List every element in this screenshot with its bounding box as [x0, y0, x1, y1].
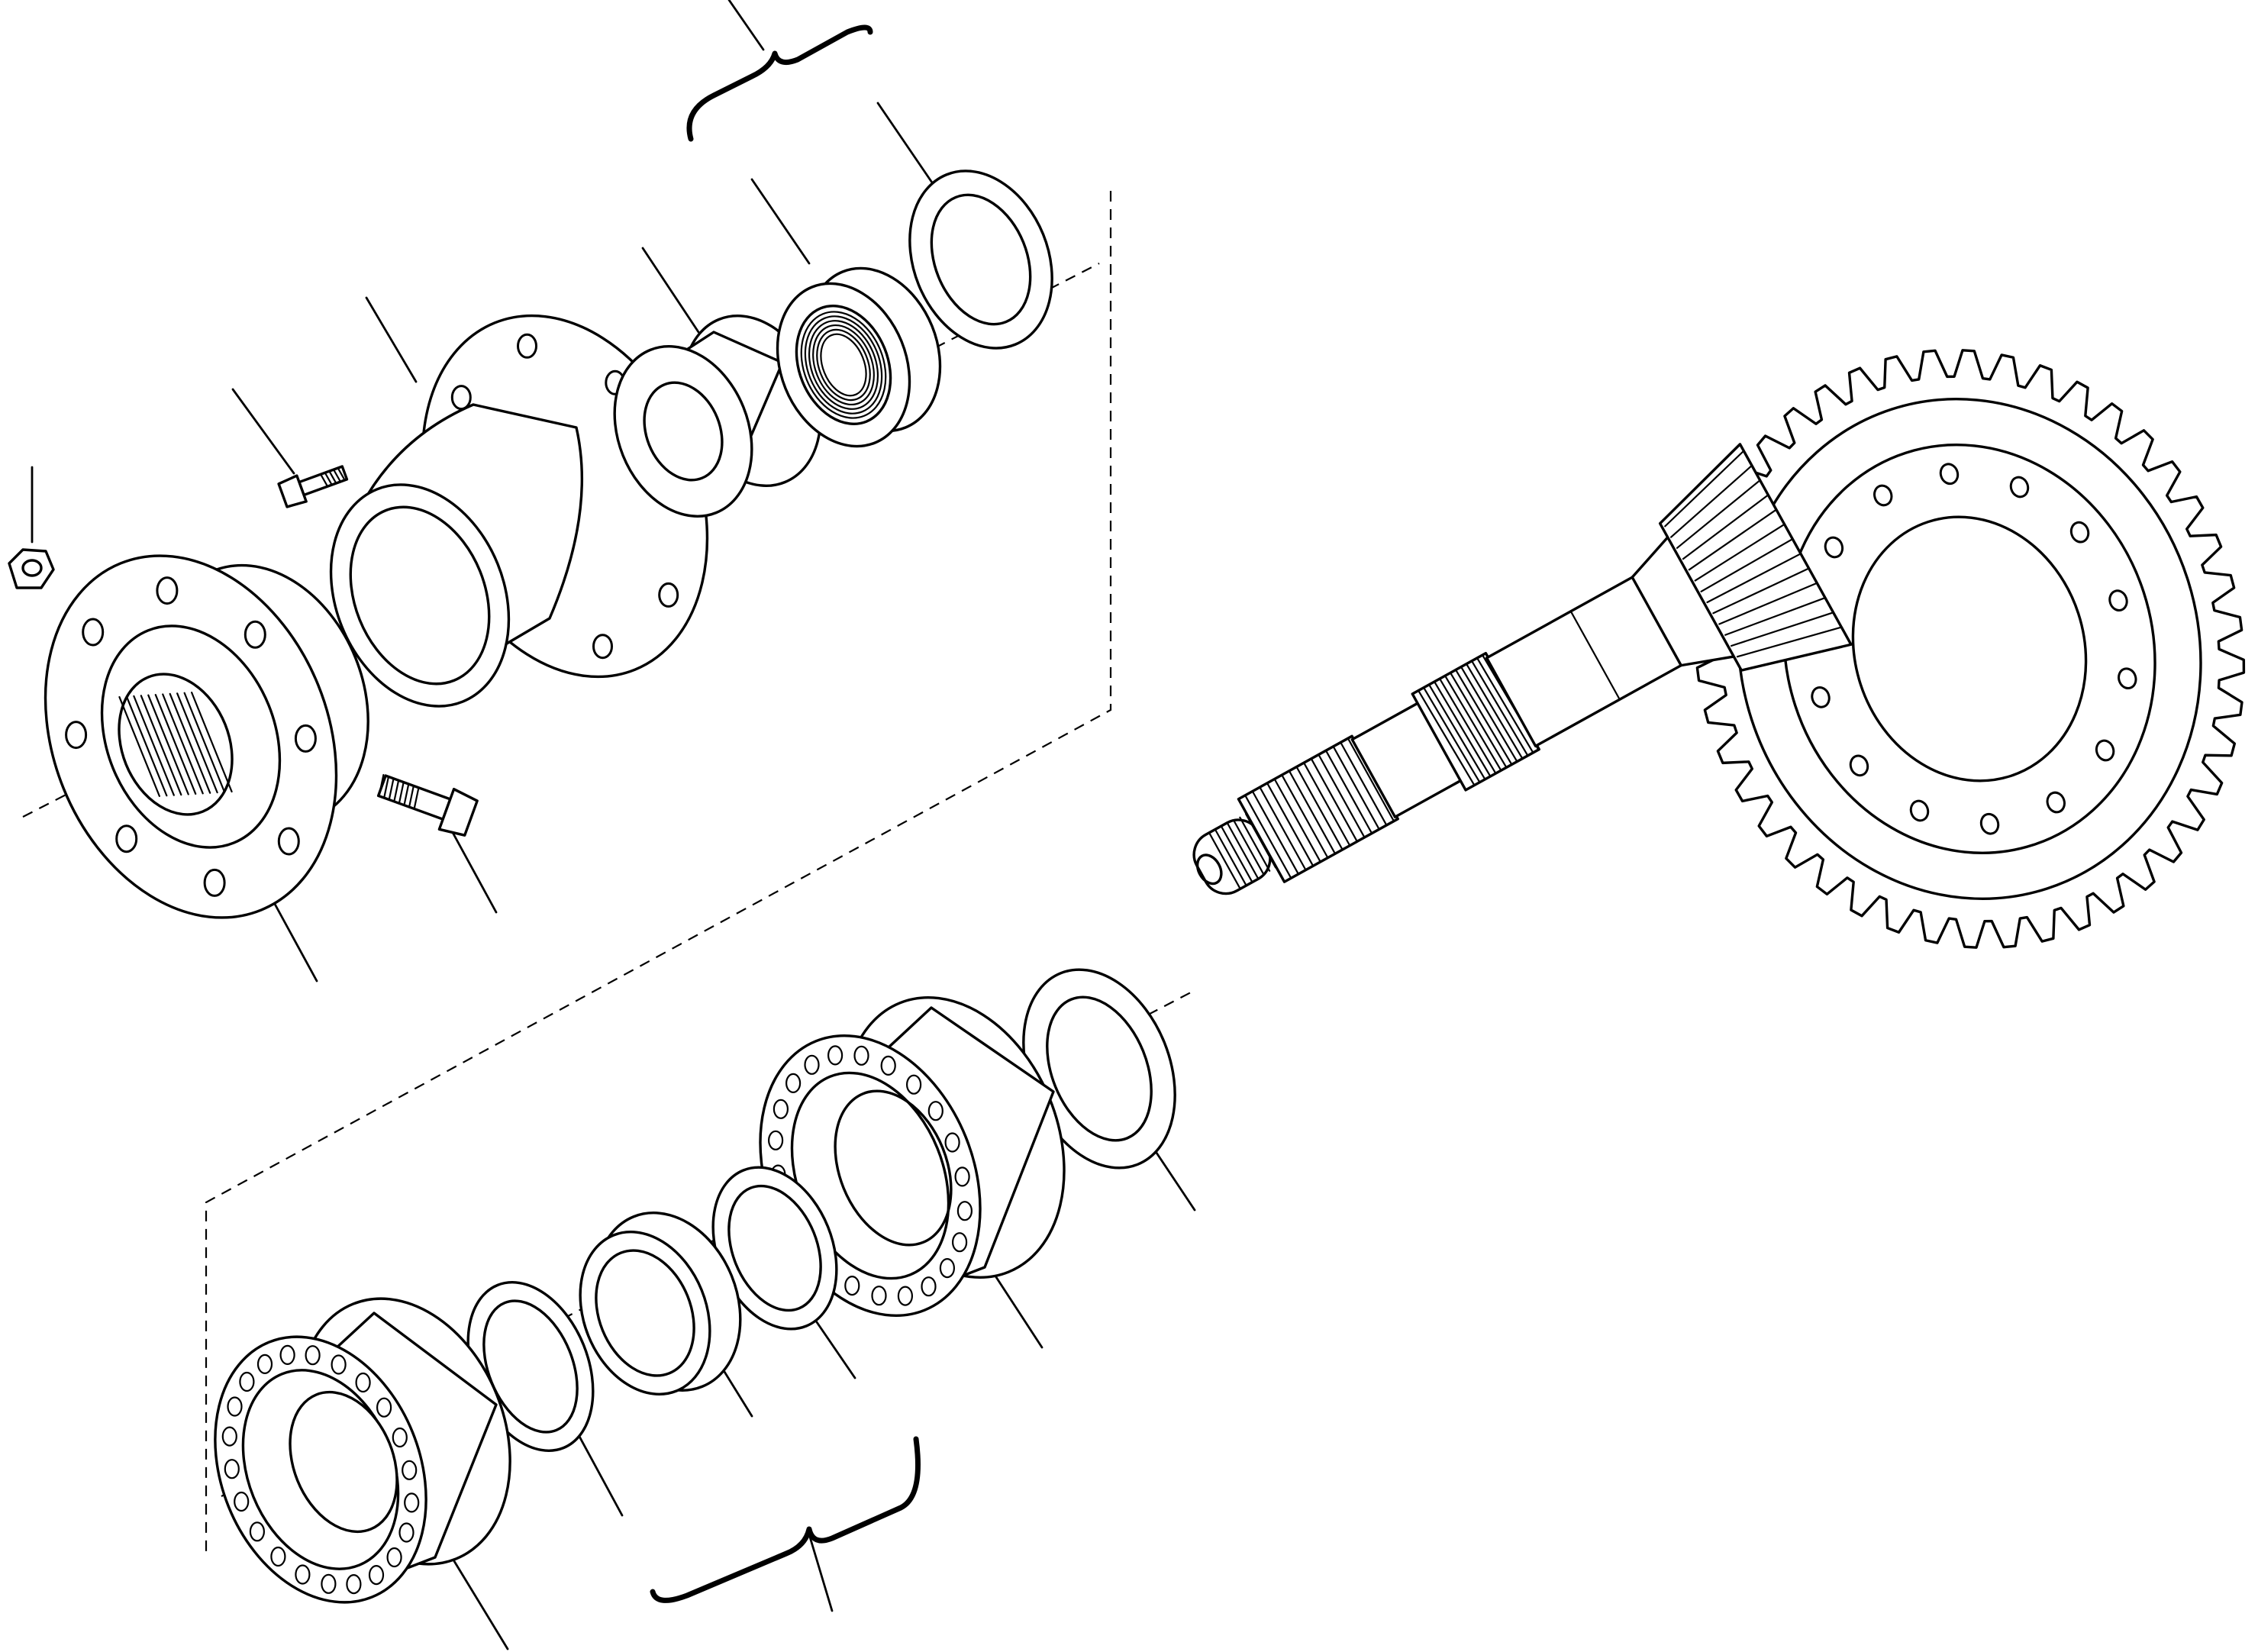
leader-housing — [365, 296, 418, 383]
bolt-hole — [517, 333, 537, 359]
bolt-hole — [592, 634, 613, 660]
bolt-hole — [1811, 686, 1831, 708]
roller — [256, 1354, 273, 1375]
roller — [954, 1166, 970, 1187]
roller — [392, 1427, 408, 1448]
roller — [331, 1354, 347, 1375]
group-brace-upper — [686, 24, 873, 142]
roller — [305, 1345, 321, 1366]
roller — [346, 1574, 362, 1595]
pinion-shaft — [1192, 443, 1853, 895]
bolt-hole — [277, 827, 300, 856]
pinion-gear-head — [1658, 443, 1853, 672]
bolt-hole — [203, 868, 226, 897]
bolt-hole — [2009, 476, 2030, 499]
roller — [844, 1276, 860, 1296]
hex-bolt-upper — [277, 465, 349, 508]
flange-splines — [118, 692, 233, 797]
roller — [880, 1055, 896, 1076]
yoke-flange — [44, 554, 369, 919]
roller — [404, 1492, 420, 1513]
bolt-hole — [244, 620, 266, 649]
roller — [927, 1101, 944, 1121]
leader-flange — [269, 895, 318, 982]
roller — [368, 1565, 385, 1586]
bolt-hole — [2095, 739, 2115, 762]
leader-bearing-upper — [641, 247, 700, 334]
leader-shim-left — [571, 1422, 624, 1517]
bolt-hole — [1824, 536, 1844, 559]
roller — [321, 1573, 337, 1594]
leader-bracket-top — [727, 0, 765, 51]
roller — [398, 1522, 415, 1543]
bolt-hole — [156, 576, 179, 605]
hex-nut — [8, 548, 55, 589]
leader-bolt-lower — [449, 827, 498, 914]
roller — [804, 1054, 820, 1075]
bolt-hole — [1939, 463, 1960, 486]
roller — [921, 1276, 937, 1297]
roller — [944, 1132, 960, 1153]
leader-ring-nut — [750, 178, 811, 265]
roller — [773, 1099, 789, 1119]
flange-bolt-holes — [65, 576, 317, 897]
roller — [906, 1074, 922, 1095]
roller — [270, 1546, 286, 1567]
leader-bolt-upper — [231, 388, 295, 475]
hex-bolt-lower — [376, 773, 479, 837]
leader-bearing-lower — [453, 1560, 509, 1650]
crown-wheel-bolt-holes — [1802, 463, 2137, 835]
bolt-hole — [2108, 589, 2128, 611]
roller — [402, 1460, 418, 1480]
roller — [249, 1521, 265, 1542]
roller — [295, 1564, 311, 1585]
roller — [951, 1232, 968, 1253]
roller — [939, 1258, 956, 1279]
bolt-hole — [2118, 667, 2137, 690]
roller — [768, 1130, 784, 1150]
bolt-hole — [2069, 521, 2090, 544]
roller — [871, 1286, 887, 1306]
bolt-hole — [450, 385, 472, 411]
roller — [355, 1372, 371, 1393]
roller — [827, 1045, 844, 1066]
roller — [239, 1371, 255, 1392]
roller — [224, 1459, 240, 1479]
roller — [279, 1344, 295, 1365]
leader-bracket-bottom — [808, 1533, 834, 1612]
bolt-hole — [1909, 799, 1930, 822]
pinion-teeth — [1664, 450, 1843, 658]
shim-right — [1022, 968, 1176, 1170]
roller — [956, 1201, 973, 1221]
bolt-hole — [115, 824, 138, 853]
roller — [234, 1491, 250, 1512]
assembly-group-outline — [205, 191, 1112, 1557]
bolt-hole — [658, 582, 679, 608]
bolt-hole — [2046, 791, 2066, 814]
bolt-hole — [65, 721, 88, 750]
roller — [376, 1397, 392, 1418]
slotted-ring-nut — [776, 266, 942, 448]
roller — [853, 1045, 869, 1066]
shaft-thread — [1417, 653, 1540, 786]
roller — [386, 1547, 402, 1568]
spacer — [579, 1212, 742, 1396]
roller — [221, 1426, 237, 1447]
roller-bearing-lower — [214, 1297, 511, 1604]
bolt-hole — [1873, 484, 1893, 507]
roller — [897, 1286, 913, 1306]
group-brace-lower — [650, 1436, 921, 1603]
bolt-hole — [1849, 754, 1869, 777]
shaft-rear-spline — [1245, 738, 1395, 878]
bolt-hole — [82, 618, 105, 647]
bolt-hole — [1979, 812, 2000, 835]
leader-tab-washer — [876, 102, 937, 189]
tab-washer — [908, 169, 1053, 350]
roller — [227, 1396, 243, 1417]
bearing-rollers — [221, 1344, 420, 1595]
crown-wheel — [1693, 349, 2246, 949]
roller — [785, 1073, 802, 1094]
bolt-hole — [294, 724, 317, 753]
